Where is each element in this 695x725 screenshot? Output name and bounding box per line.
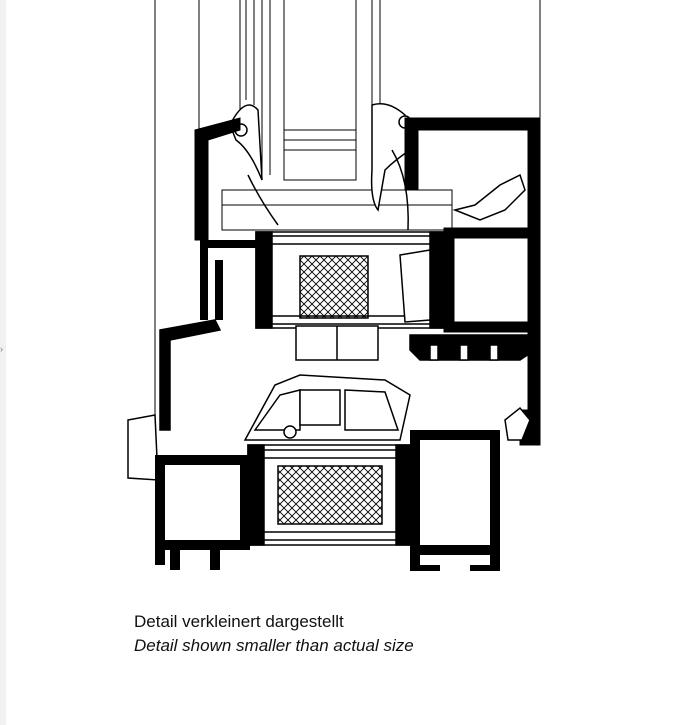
lower-thermal-break xyxy=(247,444,413,546)
glazing-spacer xyxy=(221,129,453,231)
window-section-drawing xyxy=(127,0,541,571)
transom-chamber xyxy=(159,319,536,431)
elevation-lines xyxy=(154,0,541,440)
caption-english: Detail shown smaller than actual size xyxy=(134,636,414,655)
caret-right-icon: › xyxy=(0,344,3,354)
lower-gasket xyxy=(127,374,411,481)
page-edge-rule xyxy=(0,0,6,725)
weather-seal xyxy=(452,173,531,441)
sash-profile xyxy=(194,117,541,446)
bottom-frame xyxy=(155,430,500,571)
upper-thermal-break xyxy=(255,231,447,329)
caption-german: Detail verkleinert dargestellt xyxy=(134,612,344,631)
left-frame-upper xyxy=(200,240,256,320)
